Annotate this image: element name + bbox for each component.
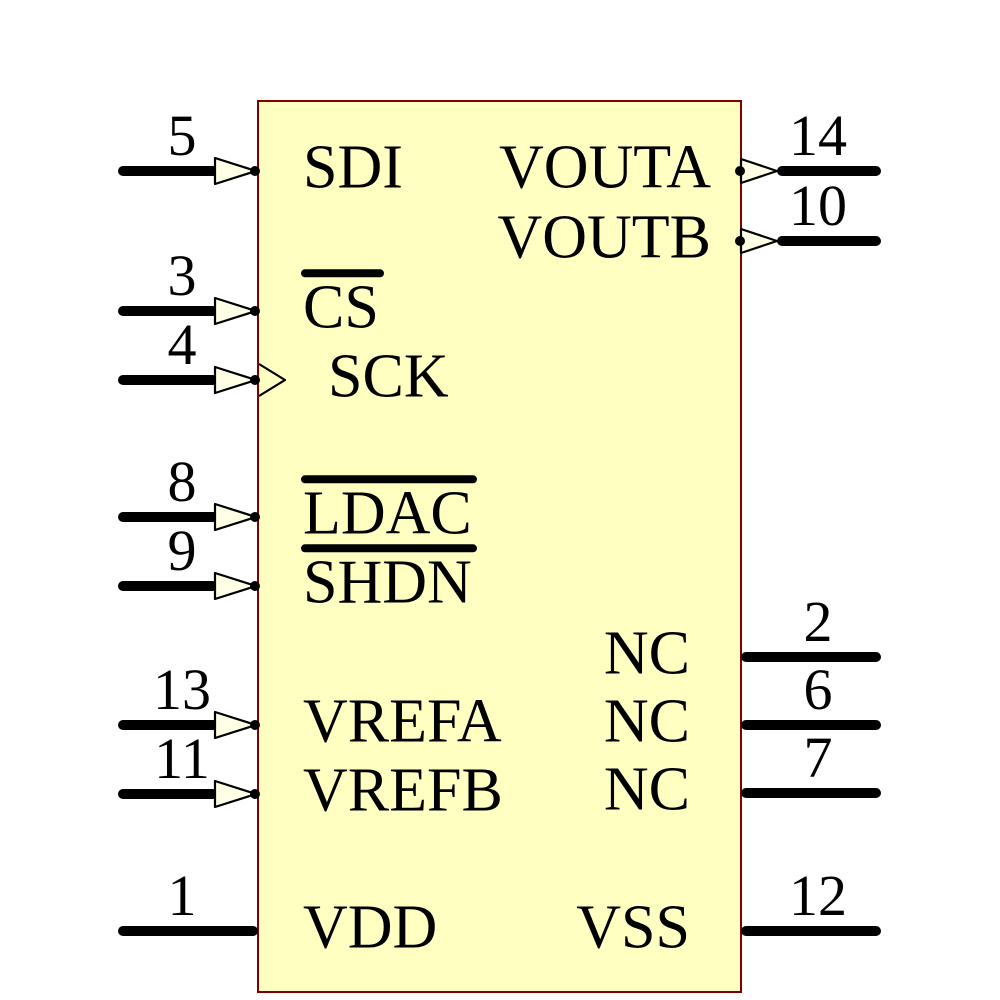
pin-5-wire[interactable] — [118, 166, 218, 176]
pin-3-edge-dot — [250, 306, 260, 316]
pin-3-number: 3 — [167, 243, 197, 308]
pin-2-wire[interactable] — [741, 652, 881, 662]
pin-14-edge-dot — [735, 166, 745, 176]
pin-11-input-arrow-icon[interactable] — [213, 779, 259, 809]
pin-4-clock-arrow-icon[interactable] — [258, 363, 288, 397]
pin-9-overline-bar — [301, 544, 477, 553]
pin-12-label-text: VSS — [576, 893, 690, 962]
pin-5-number: 5 — [167, 103, 197, 168]
pin-13-input-arrow-icon[interactable] — [213, 710, 259, 740]
pin-1-number: 1 — [167, 863, 197, 928]
pin-7-label: NC — [604, 758, 690, 820]
pin-12-number: 12 — [789, 863, 847, 928]
pin-7-number: 7 — [803, 725, 833, 790]
pin-2-label-text: NC — [603, 619, 690, 688]
pin-8-label-text: LDAC — [303, 479, 472, 548]
pin-11-edge-dot — [250, 789, 260, 799]
pin-6-label-text: NC — [603, 687, 690, 756]
pin-10-number: 10 — [789, 173, 847, 238]
pin-8-edge-dot — [250, 512, 260, 522]
pin-9-wire[interactable] — [118, 581, 218, 591]
pin-9-edge-dot — [250, 581, 260, 591]
pin-5-label-text: SDI — [303, 133, 403, 202]
pin-13-edge-dot — [250, 720, 260, 730]
pin-9-number: 9 — [167, 518, 197, 583]
pin-2-label: NC — [604, 622, 690, 684]
pin-3-input-arrow-icon[interactable] — [213, 296, 259, 326]
pin-9-label: SHDN — [301, 544, 477, 617]
pin-4-label-text: SCK — [328, 342, 449, 411]
pin-5-input-arrow-icon[interactable] — [213, 156, 259, 186]
pin-13-label: VREFA — [303, 690, 502, 752]
pin-8-overline-bar — [301, 475, 477, 484]
pin-12-wire[interactable] — [741, 926, 881, 936]
pin-4-wire[interactable] — [118, 375, 218, 385]
pin-14-label-text: VOUTA — [498, 133, 711, 202]
pin-11-label-text: VREFB — [303, 756, 503, 825]
pin-10-edge-dot — [735, 236, 745, 246]
pin-9-label-text: SHDN — [303, 548, 472, 617]
pin-1-label: VDD — [303, 896, 437, 958]
pin-4-edge-dot — [250, 375, 260, 385]
pin-11-wire[interactable] — [118, 789, 218, 799]
pin-14-output-arrow-icon[interactable] — [739, 157, 780, 185]
pin-12-label: VSS — [576, 896, 690, 958]
pin-6-wire[interactable] — [741, 720, 881, 730]
pin-6-number: 6 — [803, 657, 833, 722]
pin-3-label-text: CS — [303, 273, 379, 342]
pin-6-label: NC — [604, 690, 690, 752]
pin-11-label: VREFB — [303, 759, 503, 821]
pin-8-number: 8 — [167, 449, 197, 514]
pin-3-overline-bar — [301, 269, 384, 278]
pin-7-wire[interactable] — [741, 788, 881, 798]
pin-8-label: LDAC — [301, 475, 477, 548]
pin-4-number: 4 — [167, 312, 197, 377]
pin-4-label: SCK — [328, 345, 449, 407]
pin-2-number: 2 — [803, 589, 833, 654]
pin-9-input-arrow-icon[interactable] — [213, 571, 259, 601]
pin-7-label-text: NC — [603, 755, 690, 824]
pin-13-wire[interactable] — [118, 720, 218, 730]
pin-8-wire[interactable] — [118, 512, 218, 522]
pin-5-edge-dot — [250, 166, 260, 176]
pin-13-label-text: VREFA — [303, 687, 502, 756]
pin-13-number: 13 — [153, 657, 211, 722]
pin-4-input-arrow-icon[interactable] — [213, 365, 259, 395]
pin-10-output-arrow-icon[interactable] — [739, 227, 780, 255]
pin-3-wire[interactable] — [118, 306, 218, 316]
pin-14-wire[interactable] — [777, 166, 881, 176]
pin-10-label-text: VOUTB — [497, 203, 711, 272]
pin-1-wire[interactable] — [118, 926, 258, 936]
pin-10-label: VOUTB — [497, 206, 711, 268]
pin-11-number: 11 — [154, 726, 210, 791]
pin-5-label: SDI — [303, 136, 403, 198]
pin-14-number: 14 — [789, 103, 847, 168]
pin-3-label: CS — [301, 269, 384, 342]
pin-10-wire[interactable] — [777, 236, 881, 246]
pin-14-label: VOUTA — [499, 136, 711, 198]
pin-1-label-text: VDD — [303, 893, 438, 962]
pin-8-input-arrow-icon[interactable] — [213, 502, 259, 532]
